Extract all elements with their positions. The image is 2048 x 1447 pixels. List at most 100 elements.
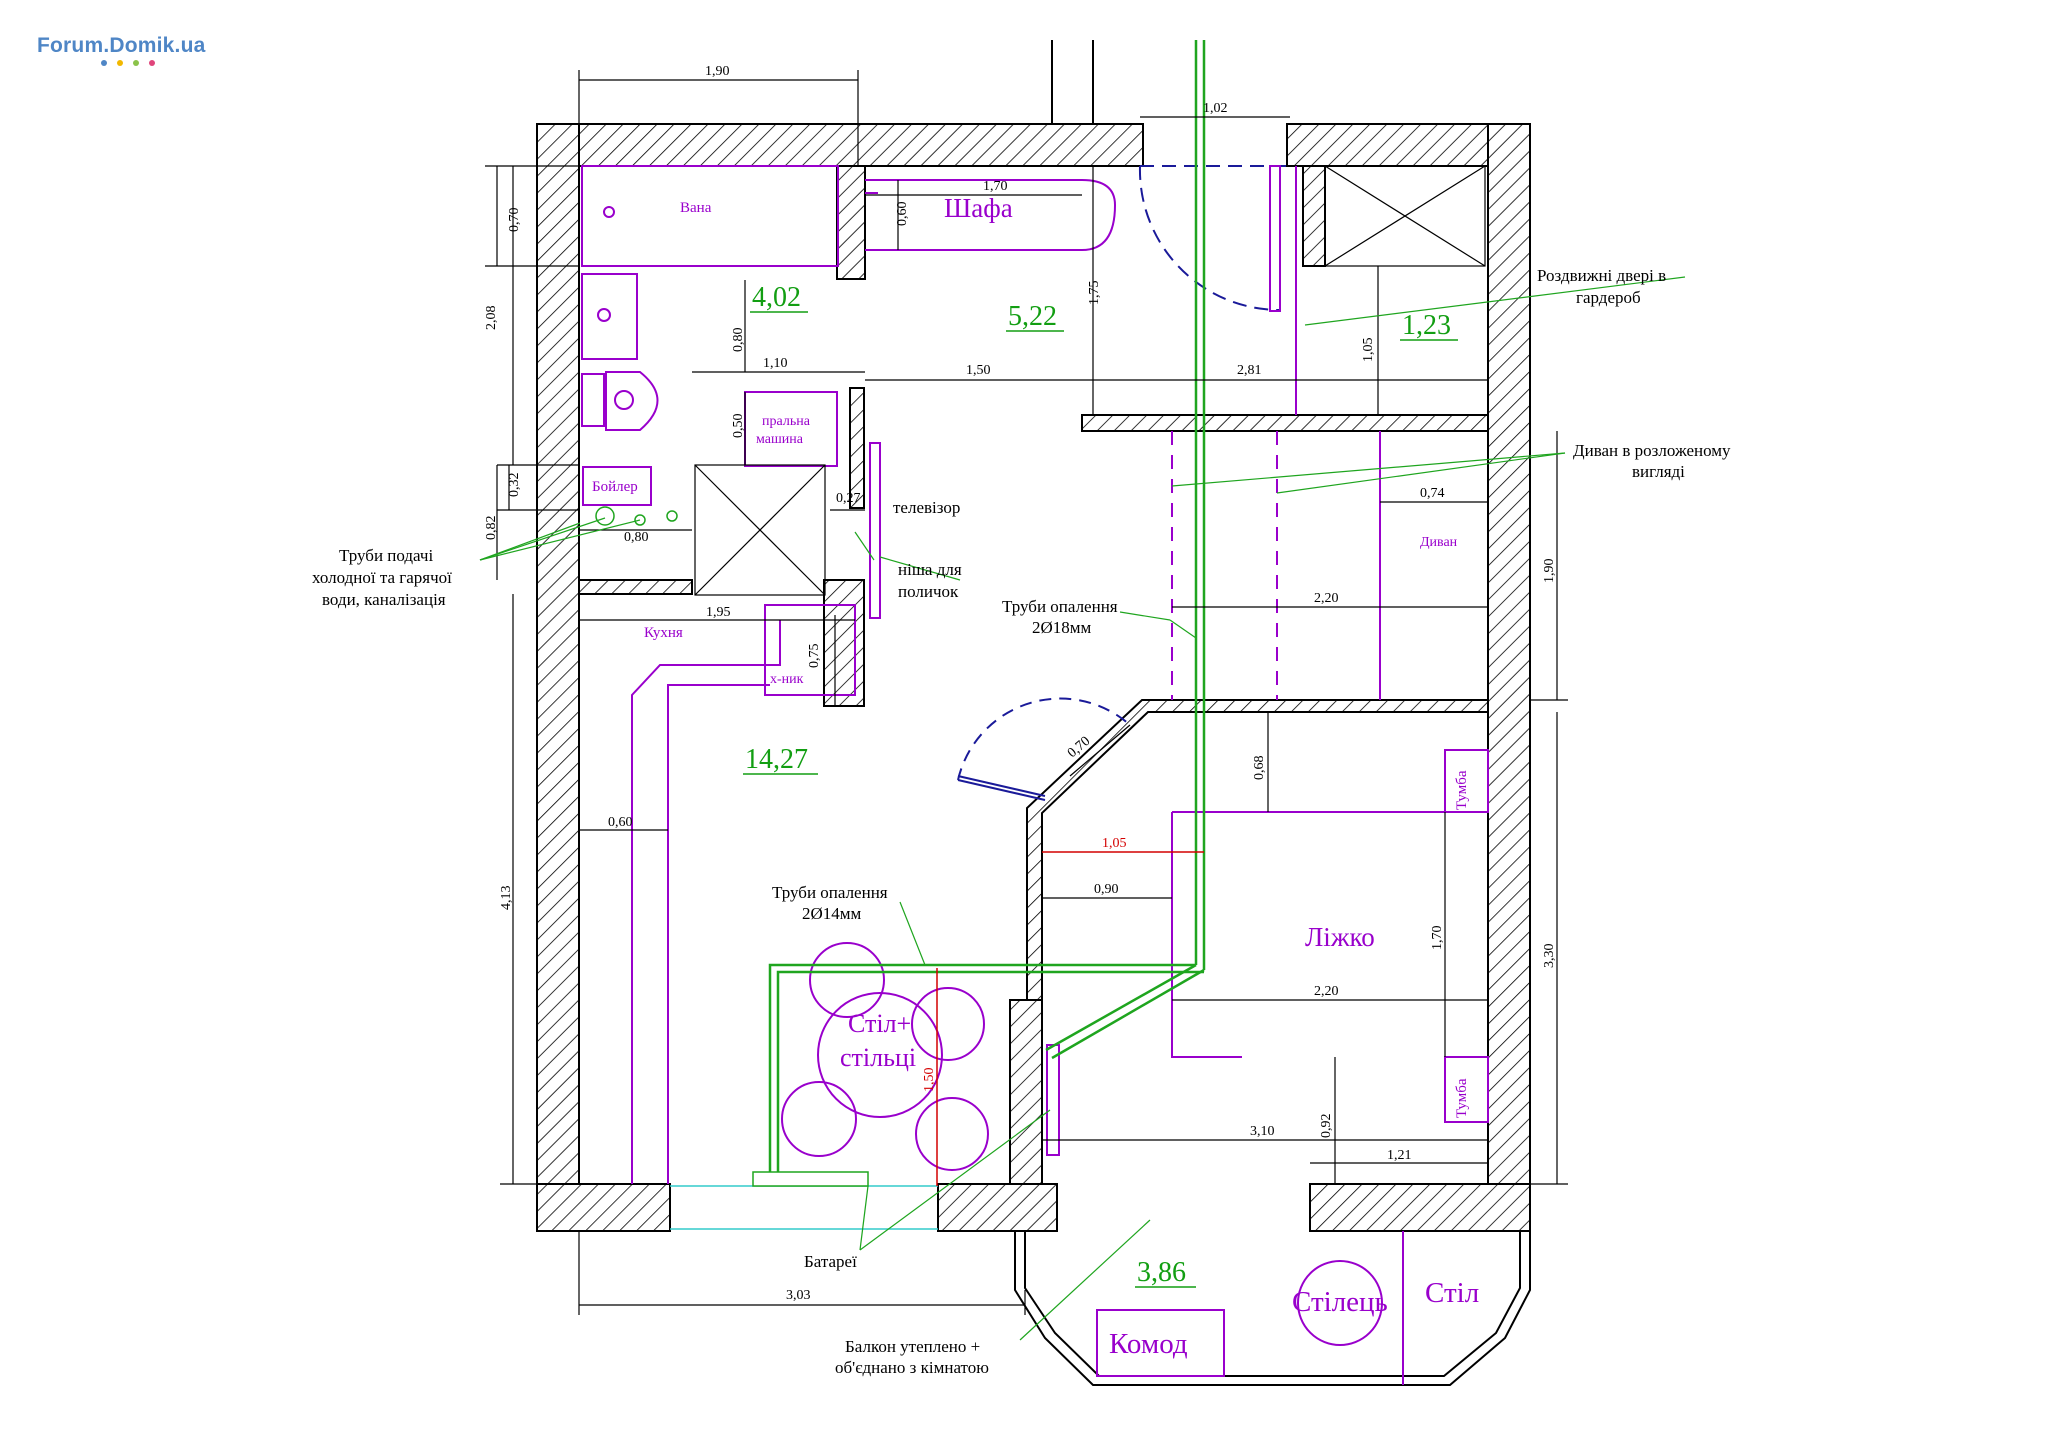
- wall-closet-side: [1302, 165, 1326, 267]
- dimension-lines: [485, 70, 1568, 1315]
- dim-text: 2,08: [484, 306, 499, 331]
- heating-pipes: [768, 40, 1206, 1172]
- dim-text: 0,80: [624, 530, 649, 545]
- note-tv: телевізор: [893, 498, 960, 517]
- nightstand-top: [1444, 749, 1489, 813]
- chair-icon: [809, 942, 885, 1018]
- logo-dot: [117, 60, 123, 66]
- note-water-1: Труби подачі: [339, 546, 433, 565]
- nightstand-bottom: [1444, 1056, 1489, 1123]
- dim-text: 0,60: [895, 202, 910, 227]
- dresser-box: [1096, 1309, 1225, 1377]
- note-sliding-doors-2: гардероб: [1576, 288, 1641, 307]
- bed-label: Ліжко: [1305, 922, 1375, 952]
- dim-text: 3,30: [1542, 944, 1557, 969]
- note-heating18-1: Труби опалення: [1002, 597, 1118, 616]
- toilet-seat: [614, 390, 634, 410]
- dim-text-red: 1,50: [922, 1068, 937, 1093]
- wall-utility-lower: [823, 579, 865, 707]
- annotations: Роздвижні двері в гардероб Диван в розло…: [312, 266, 1731, 1377]
- tv-bracket: [1046, 1044, 1060, 1156]
- sink: [581, 273, 638, 360]
- dim-text: 0,50: [731, 414, 746, 439]
- pipe-icon: [634, 514, 646, 526]
- nightstand-top-label: Тумба: [1454, 770, 1470, 810]
- note-heating18-2: 2Ø18мм: [1032, 618, 1092, 637]
- closet-doors: [1138, 165, 1297, 415]
- dim-text: 1,90: [705, 64, 730, 79]
- nightstand-bottom-label: Тумба: [1454, 1078, 1470, 1118]
- dim-text: 3,10: [1250, 1124, 1275, 1139]
- dim-text: 0,82: [484, 516, 499, 541]
- dim-text: 0,90: [1094, 882, 1119, 897]
- sofa-label: Диван: [1420, 535, 1458, 550]
- bath-drain: [603, 206, 615, 218]
- wall-bottom-left: [536, 1183, 671, 1232]
- wall-kitchen-top: [578, 579, 693, 595]
- logo-dot: [133, 60, 139, 66]
- dim-text: 4,13: [499, 886, 514, 911]
- note-heating14-1: Труби опалення: [772, 883, 888, 902]
- red-dimensions: [936, 851, 1204, 1186]
- dim-text: 1,90: [1542, 559, 1557, 584]
- kitchen-fixtures: [631, 442, 989, 1184]
- logo-text: Forum.Domik.ua: [37, 34, 206, 57]
- note-sofa-1: Диван в розложеному: [1573, 441, 1731, 460]
- tv-stand: [869, 442, 881, 619]
- logo-dot: [149, 60, 155, 66]
- dimension-values: 1,90 1,02 1,70 0,60 0,70 2,08 0,80 1,75 …: [484, 64, 1557, 1303]
- pipe-icon: [595, 506, 615, 526]
- pipe-icon: [666, 510, 678, 522]
- bath-label: Вана: [680, 200, 712, 216]
- toilet-tank: [581, 373, 605, 427]
- washer-box: [744, 391, 838, 467]
- note-niche-1: ніша для: [898, 560, 962, 579]
- logo-dot: [101, 60, 107, 66]
- wall-diagonal: [1026, 699, 1489, 1011]
- dim-text: 0,68: [1252, 756, 1267, 781]
- dim-text: 1,75: [1087, 281, 1102, 306]
- dim-text: 1,70: [1430, 926, 1445, 951]
- dim-text: 2,20: [1314, 591, 1339, 606]
- dim-text: 0,27: [836, 491, 861, 506]
- dim-text: 1,95: [706, 605, 731, 620]
- bathtub: [581, 165, 839, 267]
- note-sliding-doors-1: Роздвижні двері в: [1537, 266, 1666, 285]
- table-label-1: Стіл+: [848, 1009, 911, 1038]
- leader-lines: [479, 276, 1686, 1341]
- wall-bottom-mid: [937, 1183, 1058, 1232]
- dim-text-red: 1,05: [1102, 836, 1127, 851]
- forum-logo: Forum.Domik.ua: [37, 34, 227, 74]
- kitchen-label: Кухня: [644, 625, 683, 641]
- balcony-outline: [1014, 1231, 1531, 1386]
- chair-label: Стілець: [1292, 1286, 1388, 1318]
- dim-text: 1,10: [763, 356, 788, 371]
- area-kitchen: 14,27: [745, 744, 808, 775]
- fridge-box: [764, 604, 856, 696]
- walls: [536, 123, 1531, 1232]
- kitchen-counter: [631, 620, 781, 1184]
- wall-hall-bottom: [1081, 414, 1489, 432]
- fridge-label: х-ник: [770, 672, 804, 687]
- utility-shaft: [694, 165, 1486, 596]
- wall-right: [1487, 123, 1531, 1185]
- dim-text: 0,75: [807, 644, 822, 669]
- wall-bath-partition: [836, 165, 866, 280]
- area-closet: 1,23: [1402, 310, 1451, 341]
- area-balcony: 3,86: [1137, 1257, 1186, 1288]
- boiler-label: Бойлер: [592, 479, 638, 495]
- shaft-lines: [1051, 40, 1094, 124]
- dim-text: 0,80: [731, 328, 746, 353]
- sink-drain: [597, 308, 611, 322]
- note-water-2: холодної та гарячої: [312, 568, 452, 587]
- note-balcony-2: об'єднано з кімнатою: [835, 1358, 989, 1377]
- area-bathroom: 4,02: [752, 282, 801, 313]
- dim-text: 3,03: [786, 1288, 811, 1303]
- toilet-bowl: [605, 371, 659, 431]
- dim-text: 2,20: [1314, 984, 1339, 999]
- note-balcony-1: Балкон утеплено +: [845, 1337, 980, 1356]
- dim-text: 0,32: [507, 473, 522, 498]
- table-icon: [817, 992, 943, 1118]
- radiator: [752, 1171, 869, 1187]
- wall-top-left: [536, 123, 1144, 167]
